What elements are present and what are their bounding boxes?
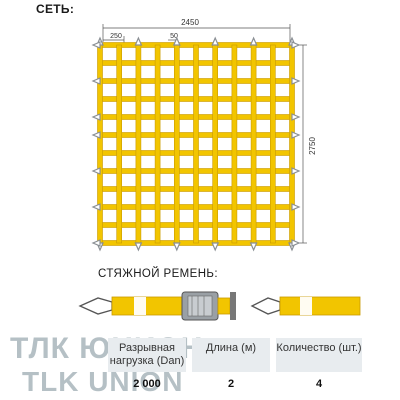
hook-icon bbox=[211, 242, 220, 252]
hook-icon bbox=[249, 242, 258, 252]
width-dimension bbox=[102, 24, 291, 44]
net-band-vertical bbox=[135, 44, 142, 244]
width-label: 2450 bbox=[181, 18, 199, 27]
table-header-breaking-load: Разрывная нагрузка (Dan) bbox=[109, 342, 185, 367]
table-value-breaking-load: 2 000 bbox=[133, 378, 161, 390]
hook-icon bbox=[91, 239, 101, 247]
hook-icon bbox=[172, 242, 181, 252]
net-band-vertical bbox=[193, 44, 199, 244]
strap-left bbox=[78, 291, 236, 321]
table-value-length: 2 bbox=[227, 378, 235, 390]
table-header-bg-2 bbox=[192, 338, 270, 372]
band-width-label: 50 bbox=[170, 33, 178, 40]
hook-icon bbox=[249, 36, 258, 46]
table-value-quantity: 4 bbox=[315, 378, 323, 390]
ratchet-buckle-icon bbox=[181, 291, 236, 321]
net-grid bbox=[97, 42, 295, 246]
net-diagram: 2450 250 50 2750 bbox=[91, 18, 317, 252]
net-band-vertical bbox=[174, 44, 180, 244]
hook-icon bbox=[172, 36, 181, 46]
hook-icon bbox=[91, 41, 101, 49]
strap-section-title: СТЯЖНОЙ РЕМЕНЬ: bbox=[98, 268, 218, 280]
net-band-vertical bbox=[269, 44, 276, 244]
hook-icon bbox=[291, 131, 301, 139]
cell-width-label: 250 bbox=[110, 33, 122, 40]
net-hooks bbox=[91, 36, 301, 252]
net-band-vertical bbox=[250, 44, 257, 244]
table-header-bg-1 bbox=[108, 338, 186, 372]
strap-band bbox=[279, 296, 361, 316]
hook-icon bbox=[91, 131, 101, 139]
net-band-vertical bbox=[231, 44, 238, 244]
hook-icon bbox=[291, 113, 301, 121]
hook-icon bbox=[91, 203, 101, 211]
net-band-vertical bbox=[116, 44, 122, 244]
hook-icon bbox=[291, 167, 301, 175]
hook-icon bbox=[91, 77, 101, 85]
hook-icon bbox=[291, 203, 301, 211]
height-label: 2750 bbox=[308, 137, 317, 155]
table-header-bg-3 bbox=[276, 338, 362, 372]
strap-right bbox=[250, 296, 361, 316]
hook-icon bbox=[134, 36, 143, 46]
hook-icon bbox=[250, 297, 281, 315]
hook-icon bbox=[134, 242, 143, 252]
net-band-vertical bbox=[154, 44, 161, 244]
hook-icon bbox=[211, 36, 220, 46]
strap-diagram bbox=[78, 291, 361, 321]
hook-icon bbox=[291, 77, 301, 85]
net-band-vertical bbox=[212, 44, 218, 244]
hook-icon bbox=[91, 113, 101, 121]
hook-icon bbox=[78, 297, 113, 315]
net-band-vertical bbox=[289, 44, 295, 244]
hook-icon bbox=[91, 167, 101, 175]
net-band-vertical bbox=[97, 44, 103, 244]
table-header-length: Длина (м) bbox=[205, 342, 257, 354]
hook-icon bbox=[291, 41, 301, 49]
net-section-title: СЕТЬ: bbox=[36, 2, 75, 16]
strap-band bbox=[111, 296, 185, 316]
hook-icon bbox=[291, 239, 301, 247]
table-header-quantity: Количество (шт.) bbox=[276, 342, 362, 354]
